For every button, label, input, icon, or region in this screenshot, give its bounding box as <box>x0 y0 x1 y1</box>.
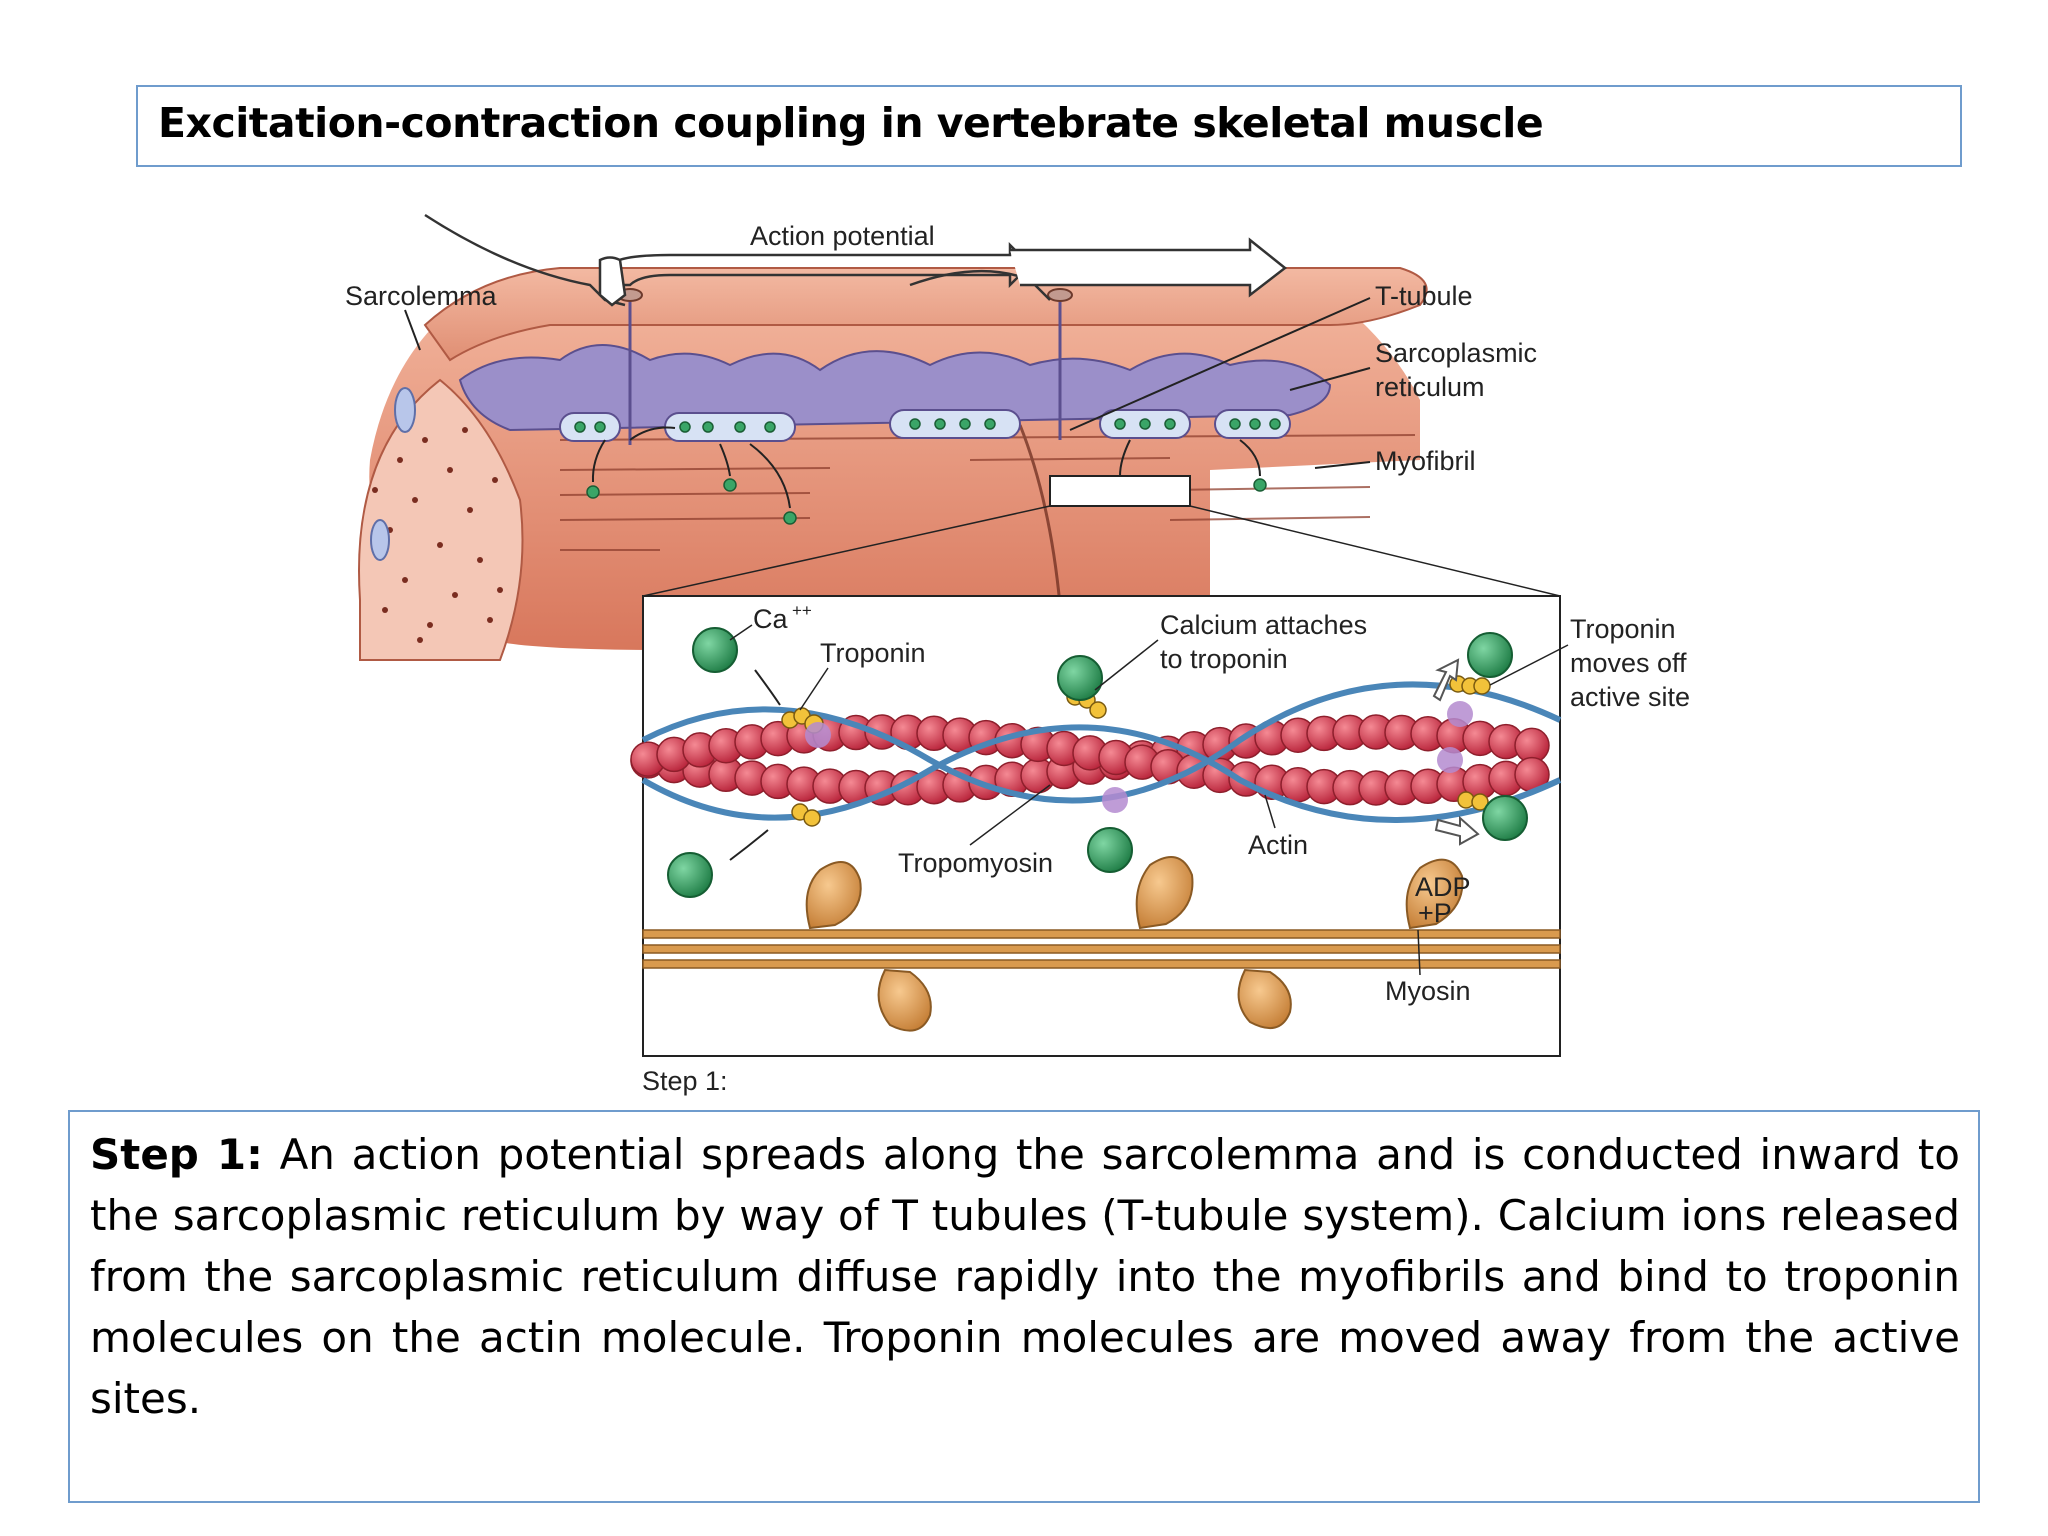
zoom-region <box>1049 475 1191 507</box>
muscle-diagram: Action potential Sarcolemma T-tubule Sar… <box>330 200 1760 1110</box>
label-troponin-moves-1: Troponin <box>1570 614 1676 644</box>
label-tropomyosin: Tropomyosin <box>898 848 1053 878</box>
label-p: +P <box>1418 898 1452 928</box>
label-troponin-moves-3: active site <box>1570 682 1690 712</box>
description-text: Step 1: An action potential spreads alon… <box>90 1124 1960 1429</box>
label-calcium-attaches-1: Calcium attaches <box>1160 610 1367 640</box>
label-myosin: Myosin <box>1385 976 1471 1006</box>
sarcoplasmic-reticulum <box>458 288 1332 525</box>
title-box: Excitation-contraction coupling in verte… <box>136 85 1962 167</box>
description-box: Step 1: An action potential spreads alon… <box>68 1110 1980 1503</box>
label-ca: Ca <box>753 604 788 634</box>
label-troponin-moves-2: moves off <box>1570 648 1687 678</box>
description-lead: Step 1: <box>90 1130 263 1179</box>
label-ca-superscript: ++ <box>792 601 812 620</box>
page-title: Excitation-contraction coupling in verte… <box>158 99 1544 147</box>
label-sarcoplasmic-2: reticulum <box>1375 372 1485 402</box>
label-myofibril: Myofibril <box>1375 446 1476 476</box>
label-sarcolemma: Sarcolemma <box>345 281 498 311</box>
label-actin: Actin <box>1248 830 1308 860</box>
label-step: Step 1: <box>642 1066 728 1096</box>
label-sarcoplasmic-1: Sarcoplasmic <box>1375 338 1537 368</box>
label-t-tubule: T-tubule <box>1375 281 1473 311</box>
calcium-ions <box>667 627 1528 898</box>
label-calcium-attaches-2: to troponin <box>1160 644 1288 674</box>
label-action-potential: Action potential <box>750 221 935 251</box>
myosin-filament <box>642 856 1561 1032</box>
inset-detail <box>630 595 1562 1057</box>
label-troponin: Troponin <box>820 638 926 668</box>
description-body: An action potential spreads along the sa… <box>90 1130 1960 1423</box>
action-potential-arrow <box>424 213 1288 307</box>
label-adp: ADP <box>1415 872 1471 902</box>
